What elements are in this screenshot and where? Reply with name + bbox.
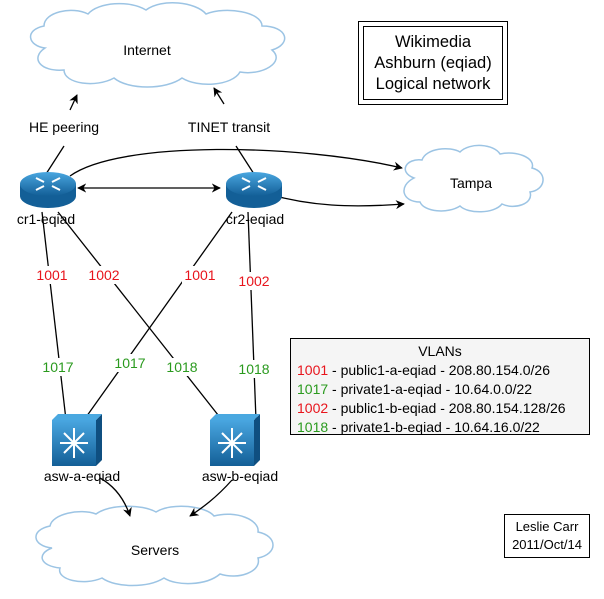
internet-arrow-left xyxy=(69,94,78,111)
vlan-id: 1001 xyxy=(297,362,329,378)
cr2-asw-a-link xyxy=(83,211,233,421)
he-peering-label: HE peering xyxy=(29,119,99,135)
credit-box: Leslie Carr 2011/Oct/14 xyxy=(504,514,590,558)
vlan-tag-a-1017: 1017 xyxy=(42,359,73,375)
cr1-asw-a-link xyxy=(41,211,67,421)
vlan-desc: - public1-a-eqiad - 208.80.154.0/26 xyxy=(328,362,550,378)
he-peering-line xyxy=(45,145,65,175)
diagram-title-box: Wikimedia Ashburn (eqiad) Logical networ… xyxy=(358,21,508,105)
vlan-tag-b-1018: 1018 xyxy=(238,361,269,377)
asw-b-label: asw-b-eqiad xyxy=(202,468,278,484)
vlan-desc: - private1-b-eqiad - 10.64.16.0/22 xyxy=(328,419,540,435)
vlan-row: 1002 - public1-b-eqiad - 208.80.154.128/… xyxy=(297,399,583,418)
author-name: Leslie Carr xyxy=(515,519,579,534)
vlan-legend: VLANs 1001 - public1-a-eqiad - 208.80.15… xyxy=(290,338,590,435)
vlan-row: 1017 - private1-a-eqiad - 10.64.0.0/22 xyxy=(297,380,583,399)
vlan-desc: - private1-a-eqiad - 10.64.0.0/22 xyxy=(328,381,533,397)
asw-a-switch-icon xyxy=(52,414,102,466)
vlan-legend-title: VLANs xyxy=(418,343,462,359)
title-line-1: Wikimedia xyxy=(394,32,472,51)
vlan-id: 1002 xyxy=(297,400,329,416)
tampa-label: Tampa xyxy=(450,175,492,191)
cr2-router-icon xyxy=(226,172,282,208)
cr2-tampa-link xyxy=(267,193,405,210)
servers-label: Servers xyxy=(131,542,179,558)
tampa-cloud xyxy=(403,144,544,213)
vlan-tag-a-1017-cr2: 1017 xyxy=(114,355,145,371)
vlan-tag-cr1-1001: 1001 xyxy=(36,267,67,283)
tinet-transit-label: TINET transit xyxy=(188,119,270,135)
cr1-label: cr1-eqiad xyxy=(17,211,75,227)
title-line-2: Ashburn (eqiad) xyxy=(374,53,492,72)
vlan-tag-cr2-1002: 1002 xyxy=(238,273,269,289)
vlan-row: 1001 - public1-a-eqiad - 208.80.154.0/26 xyxy=(297,361,583,380)
asw-b-servers-arrow xyxy=(189,479,233,517)
internet-arrow-right xyxy=(213,87,225,105)
internet-cloud xyxy=(29,2,286,88)
cr1-tampa-link xyxy=(69,148,403,177)
vlan-desc: - public1-b-eqiad - 208.80.154.128/26 xyxy=(328,400,566,416)
cr1-router-icon xyxy=(20,172,76,208)
cr1-asw-b-link xyxy=(57,211,223,421)
vlan-row: 1018 - private1-b-eqiad - 10.64.16.0/22 xyxy=(297,418,583,437)
cr2-label: cr2-eqiad xyxy=(226,211,284,227)
vlan-tag-cr1-1002: 1002 xyxy=(88,267,119,283)
vlan-tag-cr2-1001: 1001 xyxy=(184,267,215,283)
asw-b-switch-icon xyxy=(210,414,260,466)
title-line-3: Logical network xyxy=(375,74,491,93)
servers-cloud xyxy=(35,505,274,587)
cr2-asw-b-link xyxy=(247,211,257,421)
diagram-date: 2011/Oct/14 xyxy=(512,537,582,552)
vlan-tag-b-1018-cr1: 1018 xyxy=(166,359,197,375)
links xyxy=(41,87,405,517)
vlan-id: 1018 xyxy=(297,419,329,435)
vlan-id: 1017 xyxy=(297,381,329,397)
internet-label: Internet xyxy=(123,42,171,58)
asw-a-label: asw-a-eqiad xyxy=(44,468,120,484)
asw-a-servers-arrow xyxy=(99,477,132,517)
tinet-transit-line xyxy=(235,145,255,175)
